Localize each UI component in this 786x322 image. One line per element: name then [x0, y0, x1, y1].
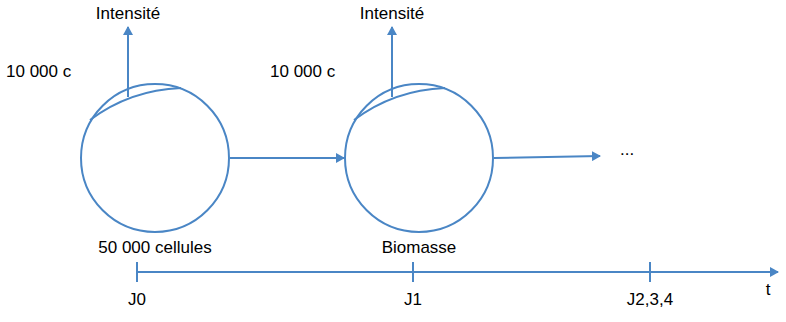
time-tick: [136, 262, 138, 282]
annotation: ...: [620, 140, 634, 160]
time-label: J0: [128, 290, 146, 310]
time-tick: [649, 262, 651, 282]
intensity-arrow: [391, 27, 393, 97]
circle-outline: [80, 83, 230, 233]
intensity-arrow: [127, 27, 129, 97]
axis-label: t: [766, 280, 771, 300]
time-tick: [412, 262, 414, 282]
time-label: J1: [404, 290, 422, 310]
flow-arrow: [230, 157, 344, 159]
annotation: Intensité: [360, 4, 424, 24]
time-axis: [137, 271, 778, 273]
annotation: 10 000 c: [6, 62, 71, 82]
node-caption: 50 000 cellules: [98, 238, 211, 258]
annotation: 10 000 c: [270, 62, 335, 82]
time-label: J2,3,4: [627, 290, 673, 310]
node-caption: Biomasse: [382, 238, 457, 258]
cell-culture-circle: 50 000 cellules: [80, 83, 230, 233]
continuation-arrow: [494, 156, 600, 158]
annotation: Intensité: [96, 4, 160, 24]
cell-culture-circle: Biomasse: [344, 83, 494, 233]
circle-outline: [344, 83, 494, 233]
